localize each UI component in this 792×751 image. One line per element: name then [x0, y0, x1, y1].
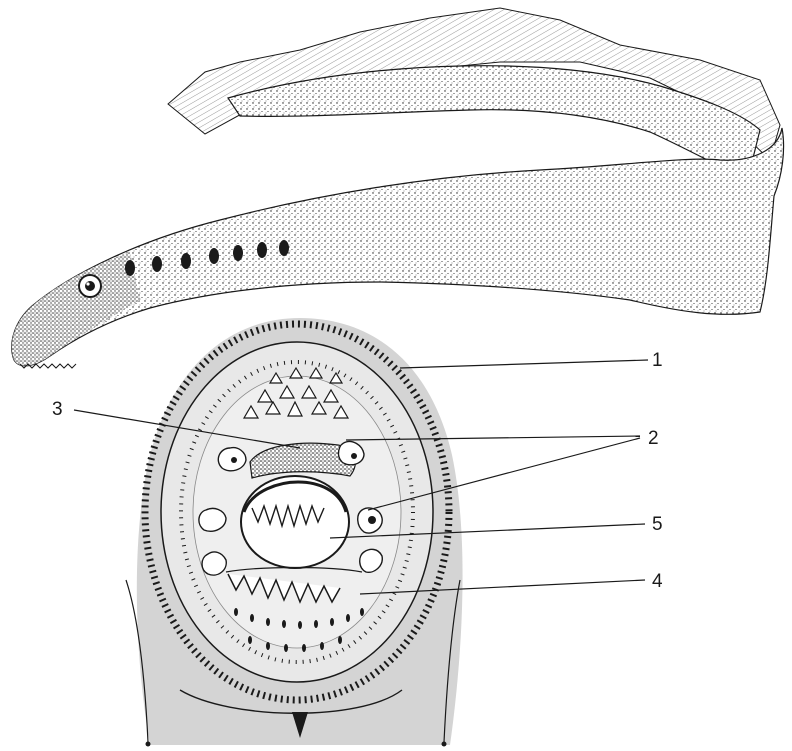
body: [12, 128, 784, 366]
gill-opening: [209, 248, 219, 264]
oral-disc-view: [126, 318, 463, 747]
gill-opening: [257, 242, 267, 258]
leader-1: [400, 360, 648, 368]
gill-opening: [181, 253, 191, 269]
gill-opening: [279, 240, 289, 256]
eye: [79, 275, 101, 297]
lamprey-side-view: [12, 8, 784, 368]
mouth-opening: [241, 476, 349, 568]
callout-label-3: 3: [52, 399, 63, 420]
head-shading: [12, 252, 140, 366]
gill-opening: [125, 260, 135, 276]
callout-label-4: 4: [652, 571, 663, 592]
gill-opening: [233, 245, 243, 261]
callout-label-5: 5: [652, 514, 663, 535]
gill-opening: [152, 256, 162, 272]
callout-label-1: 1: [652, 350, 663, 371]
callout-label-2: 2: [648, 428, 659, 449]
